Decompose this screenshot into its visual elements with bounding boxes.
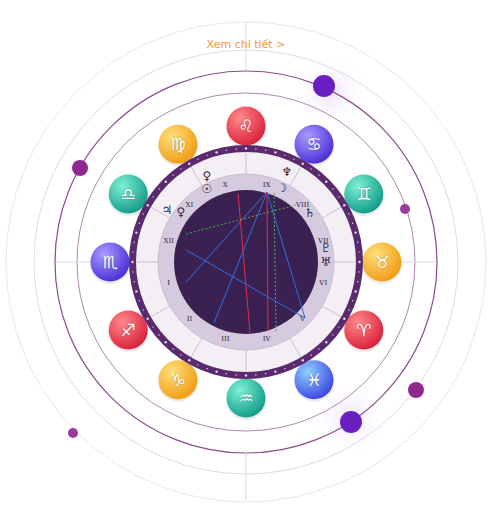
zodiac-glyph: ♍: [170, 136, 185, 153]
house-number: V: [300, 315, 305, 322]
house-number: X: [223, 181, 228, 188]
zodiac-orb: [227, 379, 266, 418]
house-number: I: [167, 279, 170, 286]
zodiac-orb: [159, 360, 198, 399]
house-number: XII: [163, 238, 174, 245]
house-number: IX: [263, 181, 271, 188]
planet-glyph: ♃: [162, 204, 173, 216]
zodiac-glyph: ♐: [121, 322, 136, 339]
zodiac-glyph: ♏: [102, 254, 117, 271]
zodiac-orb: [344, 175, 383, 214]
zodiac-orb: [227, 107, 266, 146]
zodiac-glyph: ♌: [238, 118, 253, 135]
house-number: VI: [319, 279, 327, 286]
zodiac-glyph: ♉: [374, 254, 389, 271]
house-number: XI: [186, 202, 194, 209]
zodiac-orb: [295, 125, 334, 164]
zodiac-orb: [91, 243, 130, 282]
planet-glyph: ♇: [321, 242, 332, 254]
zodiac-glyph: ♓: [306, 371, 321, 388]
zodiac-glyph: ♋: [306, 136, 321, 153]
zodiac-orb: [109, 311, 148, 350]
planet-glyph: ♄: [305, 207, 316, 219]
house-number: IV: [263, 336, 271, 343]
zodiac-glyph: ♊: [356, 186, 371, 203]
house-number: II: [187, 315, 193, 322]
detail-link: Xem chi tiết >: [207, 39, 286, 50]
zodiac-glyph: ♈: [356, 322, 371, 339]
zodiac-orb: [109, 175, 148, 214]
zodiac-orb: [159, 125, 198, 164]
house-number: III: [221, 336, 229, 343]
zodiac-orb: [344, 311, 383, 350]
planet-glyph: ♆: [282, 166, 293, 178]
zodiac-orb: [363, 243, 402, 282]
zodiac-glyph: ♒: [238, 390, 253, 407]
zodiac-glyph: ♎: [121, 186, 136, 203]
zodiac-glyph: ♑: [170, 371, 185, 388]
planet-glyph: ♀: [203, 170, 212, 182]
zodiac-orb: [295, 360, 334, 399]
planet-glyph: ☽: [277, 182, 288, 194]
planet-glyph: ♅: [321, 256, 332, 268]
planet-glyph: ♀: [177, 206, 186, 218]
planet-glyph: ☉: [202, 183, 213, 195]
